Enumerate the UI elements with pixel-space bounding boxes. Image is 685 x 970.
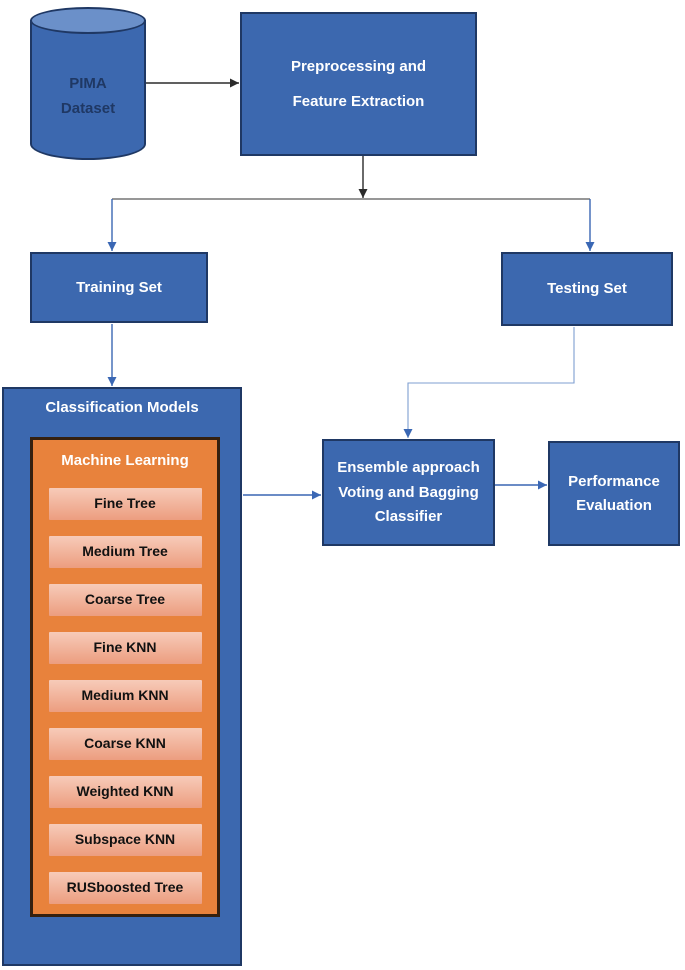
performance-line1: Performance xyxy=(568,472,660,490)
machine-learning-item-list: Fine Tree Medium Tree Coarse Tree Fine K… xyxy=(48,487,202,904)
pima-label-line2: Dataset xyxy=(60,99,116,117)
cylinder-top-ellipse xyxy=(30,7,146,34)
ml-item-fine-tree: Fine Tree xyxy=(48,487,202,520)
ensemble-line1: Ensemble approach xyxy=(337,459,480,477)
classification-models-title: Classification Models xyxy=(45,399,199,416)
pima-dataset-label: PIMA Dataset xyxy=(30,7,146,160)
ml-item-coarse-knn: Coarse KNN xyxy=(48,727,202,760)
cylinder-body xyxy=(30,20,146,160)
ensemble-line3: Classifier xyxy=(374,508,443,526)
testing-set-node: Testing Set xyxy=(501,252,673,326)
training-set-label: Training Set xyxy=(76,278,162,296)
ml-item-rusboosted-tree: RUSboosted Tree xyxy=(48,871,202,904)
training-set-node: Training Set xyxy=(30,252,208,323)
classification-models-node: Classification Models Machine Learning F… xyxy=(2,387,242,966)
testing-set-label: Testing Set xyxy=(547,280,627,298)
pima-dataset-node: PIMA Dataset xyxy=(30,7,146,160)
preprocessing-line1: Preprocessing and xyxy=(290,57,427,75)
preprocessing-node: Preprocessing and Feature Extraction xyxy=(240,12,477,156)
ml-item-coarse-tree: Coarse Tree xyxy=(48,583,202,616)
ml-item-subspace-knn: Subspace KNN xyxy=(48,823,202,856)
performance-evaluation-node: Performance Evaluation xyxy=(548,441,680,546)
connector-testing-to-ensemble xyxy=(403,327,575,438)
ml-item-medium-knn: Medium KNN xyxy=(48,679,202,712)
machine-learning-group: Machine Learning Fine Tree Medium Tree C… xyxy=(30,437,220,917)
pima-label-line1: PIMA xyxy=(69,74,107,92)
performance-line2: Evaluation xyxy=(576,497,652,514)
ensemble-approach-node: Ensemble approach Voting and Bagging Cla… xyxy=(322,439,495,546)
ml-item-medium-tree: Medium Tree xyxy=(48,535,202,568)
ml-item-fine-knn: Fine KNN xyxy=(48,631,202,664)
machine-learning-title: Machine Learning xyxy=(61,452,189,469)
ml-item-weighted-knn: Weighted KNN xyxy=(48,775,202,808)
preprocessing-line2: Feature Extraction xyxy=(292,93,425,110)
ensemble-line2: Voting and Bagging xyxy=(338,483,479,501)
